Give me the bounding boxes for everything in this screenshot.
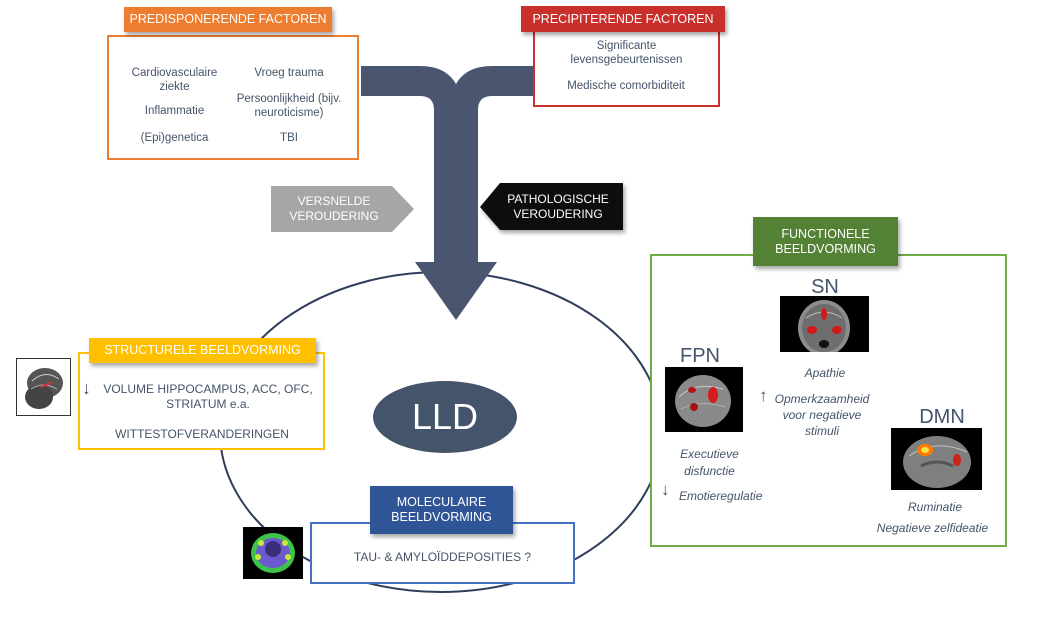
- precipiterende-header: PRECIPITERENDE FACTOREN: [521, 6, 725, 32]
- fpn-emotieregulatie: Emotieregulatie: [679, 489, 763, 503]
- structurele-witte-stof-text: WITTESTOFVERANDERINGEN: [115, 427, 289, 441]
- fpn-network-label: FPN: [680, 345, 720, 367]
- structurele-header: STRUCTURELE BEELDVORMING: [89, 338, 316, 363]
- sn-brain-image: [780, 296, 869, 352]
- dmn-brain-scan: [903, 436, 971, 488]
- dmn-brain-image: [891, 428, 982, 490]
- versnelde-veroudering-label: VERSNELDE VEROUDERING: [289, 194, 379, 223]
- fpn-executieve-disfunctie: Executieve disfunctie: [680, 447, 739, 478]
- sn-opmerkzaamheid: Opmerkzaamheid voor negatieve stimuli: [774, 392, 870, 439]
- structurele-volume-text: VOLUME HIPPOCAMPUS, ACC, OFC, STRIATUM e…: [103, 382, 313, 411]
- functionele-header: FUNCTIONELE BEELDVORMING: [753, 217, 898, 266]
- molecular-pet-thumbnail: [243, 527, 303, 579]
- precipiterende-box: [533, 32, 720, 107]
- predisponerende-box: [107, 35, 359, 160]
- dmn-negatieve-zelfideatie: Negatieve zelfideatie: [876, 521, 989, 535]
- factor-cardiovasculaire: Cardiovasculaire ziekte: [131, 67, 218, 94]
- sn-brain-scan: [798, 300, 850, 352]
- lld-label: LLD: [411, 396, 479, 437]
- pathologische-arrow-shape: [480, 183, 623, 230]
- fpn-brain-scan: [675, 375, 731, 427]
- sn-increase-arrow-icon: ↑: [759, 386, 768, 405]
- pathologische-veroudering-label: PATHOLOGISCHE VEROUDERING: [507, 191, 609, 221]
- fpn-decrease-arrow-icon: ↓: [661, 480, 670, 499]
- versnelde-arrow-shape: [271, 186, 414, 232]
- predisponerende-header: PREDISPONERENDE FACTOREN: [124, 7, 332, 32]
- factor-inflammatie: Inflammatie: [144, 105, 205, 117]
- molecular-pet-image: [251, 533, 295, 573]
- factor-tbi: TBI: [280, 132, 298, 144]
- factor-levensgebeurtenissen: Significante levensgebeurtenissen: [570, 40, 683, 67]
- dmn-ruminatie: Ruminatie: [907, 500, 963, 514]
- dmn-network-label: DMN: [919, 406, 965, 428]
- structural-mri-image: [20, 362, 67, 412]
- factor-epigenetica: (Epi)genetica: [140, 132, 209, 144]
- lld-node: LLD: [373, 381, 517, 453]
- moleculaire-text: TAU- & AMYLOÏDDEPOSITIES ?: [353, 550, 532, 564]
- sn-network-label: SN: [811, 276, 839, 298]
- structural-mri-thumbnail: [16, 358, 71, 416]
- moleculaire-header: MOLECULAIRE BEELDVORMING: [370, 486, 513, 534]
- factor-medische-comorbiditeit: Medische comorbiditeit: [567, 80, 685, 92]
- factor-vroeg-trauma: Vroeg trauma: [254, 67, 324, 79]
- fpn-brain-image: [665, 367, 743, 432]
- merge-arrow: [361, 66, 533, 320]
- sn-apathie: Apathie: [804, 366, 846, 380]
- structurele-box: [78, 352, 325, 450]
- volume-decrease-arrow-icon: ↓: [82, 378, 91, 398]
- factor-persoonlijkheid: Persoonlijkheid (bijv. neuroticisme): [236, 93, 342, 120]
